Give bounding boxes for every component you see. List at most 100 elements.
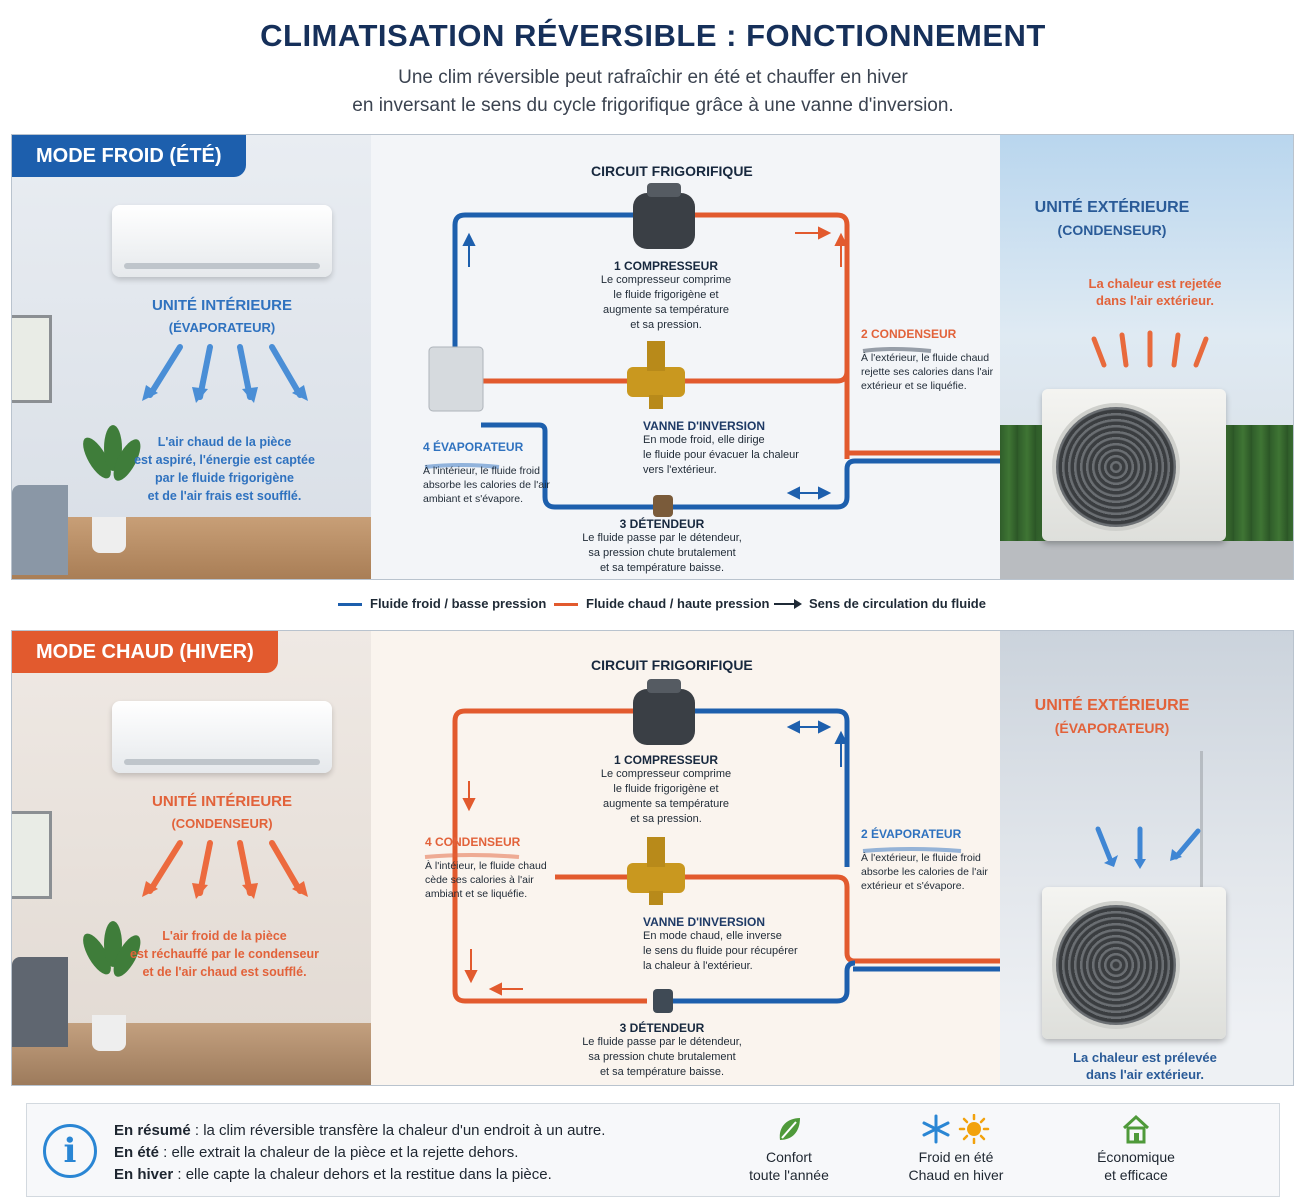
outdoor-scene: UNITÉ EXTÉRIEURE (ÉVAPORATEUR) La chaleu… [1000,631,1293,1085]
snowflake-sun-icon [922,1113,990,1145]
indoor-explanation: L'air chaud de la pièce est aspiré, l'én… [112,433,337,505]
cold-air-arrows [142,344,308,403]
hot-mode-badge: MODE CHAUD (HIVER) [12,631,278,673]
valve-label: VANNE D'INVERSION En mode froid, elle di… [643,419,823,478]
evaporator-label: 4 ÉVAPORATEUR À l'intérieur, le fluide f… [423,440,573,506]
evaporator-text-line: extérieur et s'évapore. [861,880,965,892]
outdoor-fan [1052,403,1180,531]
legend-cold-swatch [338,603,362,606]
outdoor-text-line: dans l'air extérieur. [1096,293,1214,308]
page-title: CLIMATISATION RÉVERSIBLE : FONCTIONNEMEN… [260,18,1046,53]
valve-text-line: vers l'extérieur. [643,464,717,476]
hot-air-arrows [1091,330,1209,368]
legend-direction-label: Sens de circulation du fluide [809,596,986,611]
expander-text-line: Le fluide passe par le détendeur, [582,532,742,544]
legend: Fluide froid / basse pression Fluide cha… [0,592,1306,616]
summary-line-1-label: En résumé [114,1122,191,1139]
valve-text-line: le fluide pour évacuer la chaleur [643,449,799,461]
indoor-unit-title: UNITÉ INTÉRIEURE (ÉVAPORATEUR) [122,295,322,339]
outdoor-title-line1: UNITÉ EXTÉRIEURE [1034,697,1190,714]
indoor-ac-unit [112,205,332,277]
floor [12,1023,371,1085]
outdoor-explanation: La chaleur est prélevée dans l'air extér… [1050,1049,1240,1083]
valve-text-line: le sens du fluide pour récupérer [643,945,798,957]
page-subtitle: Une clim réversible peut rafraîchir en é… [0,64,1306,120]
indoor-text-line: est réchauffé par le condenseur [130,947,319,961]
subtitle-line-1: Une clim réversible peut rafraîchir en é… [398,67,908,88]
summary-line-3-text: : elle capte la chaleur dehors et la res… [173,1166,552,1183]
summary-line-3-label: En hiver [114,1166,174,1183]
outdoor-ac-unit [1042,389,1226,541]
indoor-unit-title-line2: (ÉVAPORATEUR) [168,320,276,335]
compressor-text-line: augmente sa température [603,798,729,810]
condenser-text-line: À l'intéieur, le fluide chaud [425,860,547,872]
indoor-unit-title-line1: UNITÉ INTÉRIEURE [151,793,292,810]
outdoor-title-line2: (CONDENSEUR) [1057,222,1167,238]
outdoor-scene: UNITÉ EXTÉRIEURE (CONDENSEUR) La chaleur… [1000,135,1293,579]
house-icon [1122,1114,1150,1144]
legend-cold-label: Fluide froid / basse pression [370,596,547,611]
compressor-label: 1 COMPRESSEUR Le compresseur comprime le… [581,259,751,333]
evaporator-text-line: absorbe les calories de l'air [423,479,550,491]
indoor-text-line: L'air froid de la pièce [162,929,287,943]
circuit-title: CIRCUIT FRIGORIFIQUE [591,163,753,179]
pipe-hot-valve-right [683,370,850,384]
indoor-text-line: L'air chaud de la pièce [157,435,292,449]
compressor-text-line: le fluide frigorigène et [613,783,719,795]
condenser-text-line: ambiant et se liquéfie. [425,888,528,900]
feature-reversible-line1: Froid en été [918,1149,994,1165]
evaporator-coil [428,346,484,412]
summary-line-2: En été : elle extrait la chaleur de la p… [114,1144,518,1161]
outdoor-fan [1052,901,1180,1029]
indoor-ac-unit [112,701,332,773]
condenser-label: 2 CONDENSEUR À l'extérieur, le fluide ch… [861,327,1001,393]
legend-hot-label: Fluide chaud / haute pression [586,596,770,611]
compressor-text-line: et sa pression. [630,319,702,331]
feature-comfort-line2: toute l'année [749,1167,829,1183]
indoor-unit-title-line2: (CONDENSEUR) [171,816,273,831]
pipe-cold-top-left [452,212,639,397]
sofa [12,957,68,1047]
summary-line-3: En hiver : elle capte la chaleur dehors … [114,1166,552,1183]
expander-title: 3 DÉTENDEUR [619,517,705,531]
evaporator-title: 2 ÉVAPORATEUR [861,827,962,841]
condenser-text-line: cède ses calories à l'air [425,874,534,886]
expander-text-line: et sa température baisse. [599,562,725,574]
indoor-explanation: L'air froid de la pièce est réchauffé pa… [112,927,337,981]
hot-air-arrows [142,840,308,899]
valve-text-line: la chaleur à l'extérieur. [643,960,753,972]
indoor-room-scene: MODE FROID (ÉTÉ) UNITÉ INTÉRIEURE (ÉVAPO… [12,135,371,579]
circuit-title: CIRCUIT FRIGORIFIQUE [591,657,753,673]
compressor-text-line: et sa pression. [630,813,702,825]
wall-picture [12,315,52,403]
expander-text-line: et sa température baisse. [599,1066,725,1078]
condenser-text-line: À l'extérieur, le fluide chaud [861,352,990,364]
plant-pot [92,1015,126,1051]
indoor-text-line: et de l'air frais est soufflé. [147,489,302,503]
cold-mode-panel: MODE FROID (ÉTÉ) UNITÉ INTÉRIEURE (ÉVAPO… [11,134,1294,580]
evaporator-text-line: absorbe les calories de l'air [861,866,988,878]
summary-line-2-label: En été [114,1144,160,1161]
summary-line-1-text: : la clim réversible transfère la chaleu… [190,1122,606,1139]
pipe-cold-right [657,458,1000,510]
expansion-valve [653,495,673,517]
summary-box: i En résumé : la clim réversible transfè… [26,1103,1280,1197]
outdoor-title-line2: (ÉVAPORATEUR) [1054,720,1170,736]
feature-economic: Économique et efficace [1071,1114,1201,1184]
evaporator-text-line: À l'extérieur, le fluide froid [861,852,981,864]
expander-text-line: Le fluide passe par le détendeur, [582,1036,742,1048]
pipe-cold-bottom [481,422,657,510]
outdoor-unit-title: UNITÉ EXTÉRIEURE (CONDENSEUR) [1020,197,1204,241]
pipe-cold-bottom [671,960,856,1004]
leaf-icon [779,1118,800,1140]
indoor-text-line: est aspiré, l'énergie est captée [134,453,315,467]
summary-line-2-text: : elle extrait la chaleur de la pièce et… [159,1144,519,1161]
cold-air-arrows [1095,826,1201,869]
pipe-hot-to-outdoor [683,874,1000,964]
wall-picture [12,811,52,899]
feature-economic-line1: Économique [1097,1149,1175,1165]
floor [12,517,371,579]
condenser-text-line: rejette ses calories dans l'air [861,366,994,378]
condenser-title: 2 CONDENSEUR [861,327,957,341]
evaporator-text-line: ambiant et s'évapore. [423,493,524,505]
